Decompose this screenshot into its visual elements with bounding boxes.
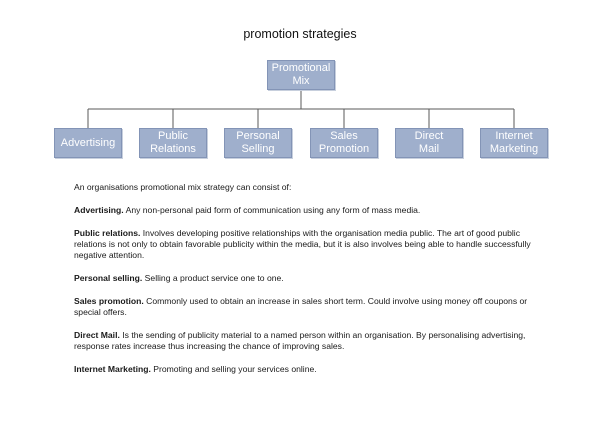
intro-paragraph: An organisations promotional mix strateg… bbox=[74, 182, 292, 192]
page-title: promotion strategies bbox=[243, 27, 357, 41]
definition-term: Advertising. bbox=[74, 204, 124, 215]
definition-direct-mail: Direct Mail. Is the sending of publicity… bbox=[74, 330, 554, 353]
node-advertising: Advertising bbox=[54, 128, 122, 158]
definition-personal-selling: Personal selling. Selling a product serv… bbox=[74, 273, 554, 284]
definition-term: Internet Marketing. bbox=[74, 363, 151, 374]
definition-text: Selling a product service one to one. bbox=[142, 272, 284, 283]
definition-text: Commonly used to obtain an increase in s… bbox=[74, 295, 528, 318]
definition-text: Involves developing positive relationshi… bbox=[74, 227, 531, 261]
node-internet-marketing: Internet Marketing bbox=[480, 128, 548, 158]
definition-text: Any non-personal paid form of communicat… bbox=[123, 204, 421, 215]
node-public-relations: Public Relations bbox=[139, 128, 207, 158]
definitions-text: An organisations promotional mix strateg… bbox=[74, 182, 554, 387]
definition-advertising: Advertising. Any non-personal paid form … bbox=[74, 205, 554, 216]
definition-public-relations: Public relations. Involves developing po… bbox=[74, 228, 554, 262]
node-promotional-mix: Promotional Mix bbox=[267, 60, 335, 90]
definition-sales-promotion: Sales promotion. Commonly used to obtain… bbox=[74, 296, 554, 319]
node-direct-mail: Direct Mail bbox=[395, 128, 463, 158]
definition-text: Promoting and selling your services onli… bbox=[150, 363, 317, 374]
node-sales-promotion: Sales Promotion bbox=[310, 128, 378, 158]
definition-term: Sales promotion. bbox=[74, 295, 144, 306]
node-personal-selling: Personal Selling bbox=[224, 128, 292, 158]
definition-internet-marketing: Internet Marketing. Promoting and sellin… bbox=[74, 364, 554, 375]
definition-term: Direct Mail. bbox=[74, 329, 120, 340]
definition-term: Personal selling. bbox=[74, 272, 143, 283]
definition-text: Is the sending of publicity material to … bbox=[74, 329, 526, 352]
definition-term: Public relations. bbox=[74, 227, 141, 238]
